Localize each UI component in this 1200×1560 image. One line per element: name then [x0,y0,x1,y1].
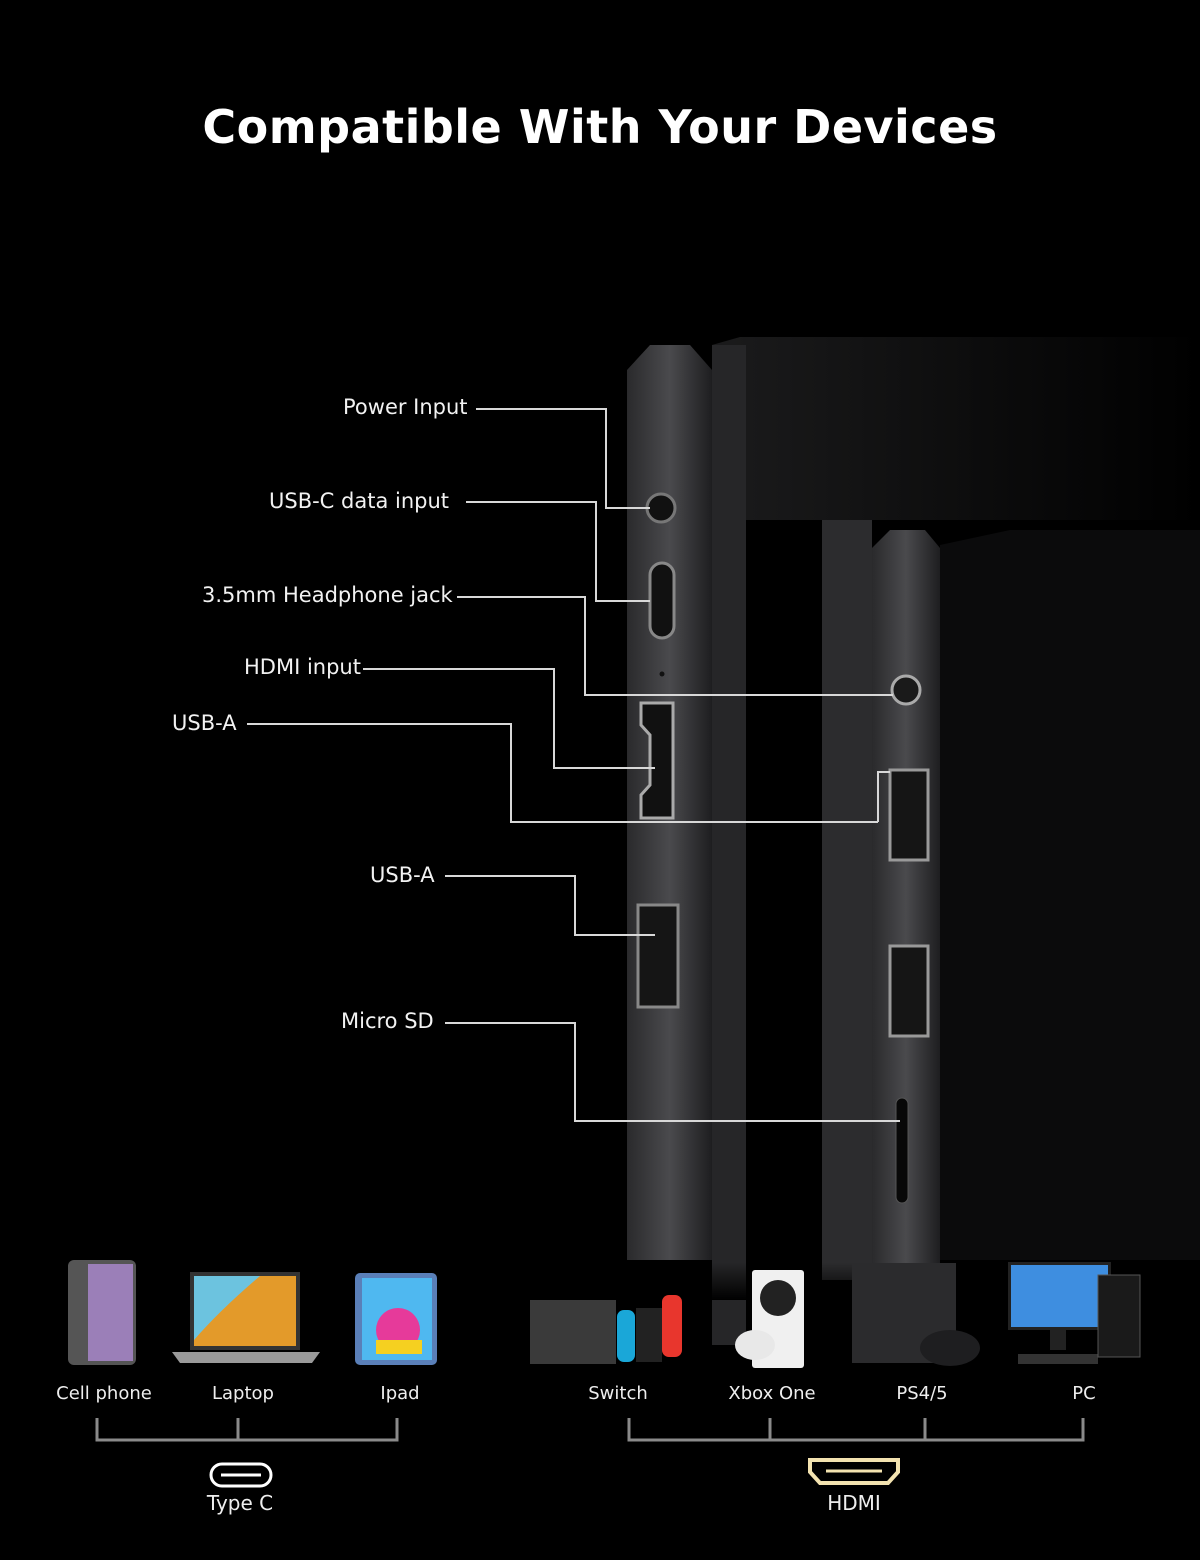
power-port-icon [645,492,677,524]
device-label-laptop: Laptop [212,1383,274,1404]
ps-image [852,1263,980,1366]
usb-c-port-icon [648,561,676,640]
monitor-right [822,520,1200,1280]
device-label-cell-phone: Cell phone [56,1383,152,1404]
port-label-micro-sd: Micro SD [341,1009,434,1033]
cell-phone-image [68,1260,136,1365]
device-label-ps: PS4/5 [896,1383,948,1404]
type-c-bracket [95,1418,399,1442]
device-label-switch: Switch [588,1383,648,1404]
ipad-image [355,1273,437,1365]
port-label-usb-a-2: USB-A [370,863,435,887]
port-label-hdmi: HDMI input [244,655,361,679]
device-label-pc: PC [1072,1383,1096,1404]
hdmi-port-icon [639,701,675,820]
xbox-one-image [735,1270,804,1368]
hdmi-connector-icon [808,1458,900,1485]
port-label-usb-a: USB-A [172,711,237,735]
usb-a-port-icon [888,768,930,862]
laptop-image [172,1272,320,1363]
hdmi-bracket [627,1418,1085,1442]
port-label-power-input: Power Input [343,395,468,419]
port-label-usb-c: USB-C data input [269,489,450,513]
usb-a-port-icon [888,944,930,1038]
pc-image [1008,1262,1141,1364]
connector-label-hdmi: HDMI [827,1491,881,1515]
page-title: Compatible With Your Devices [202,100,998,154]
device-label-ipad: Ipad [380,1383,420,1404]
switch-image [530,1295,682,1364]
usb-a-port-icon [636,903,680,1009]
type-c-connector-icon [209,1462,273,1488]
port-label-headphone: 3.5mm Headphone jack [202,583,453,607]
headphone-port-icon [890,674,922,706]
connector-label-type-c: Type C [206,1491,274,1515]
device-label-xbox: Xbox One [728,1383,816,1404]
leader-lines [247,408,900,1122]
